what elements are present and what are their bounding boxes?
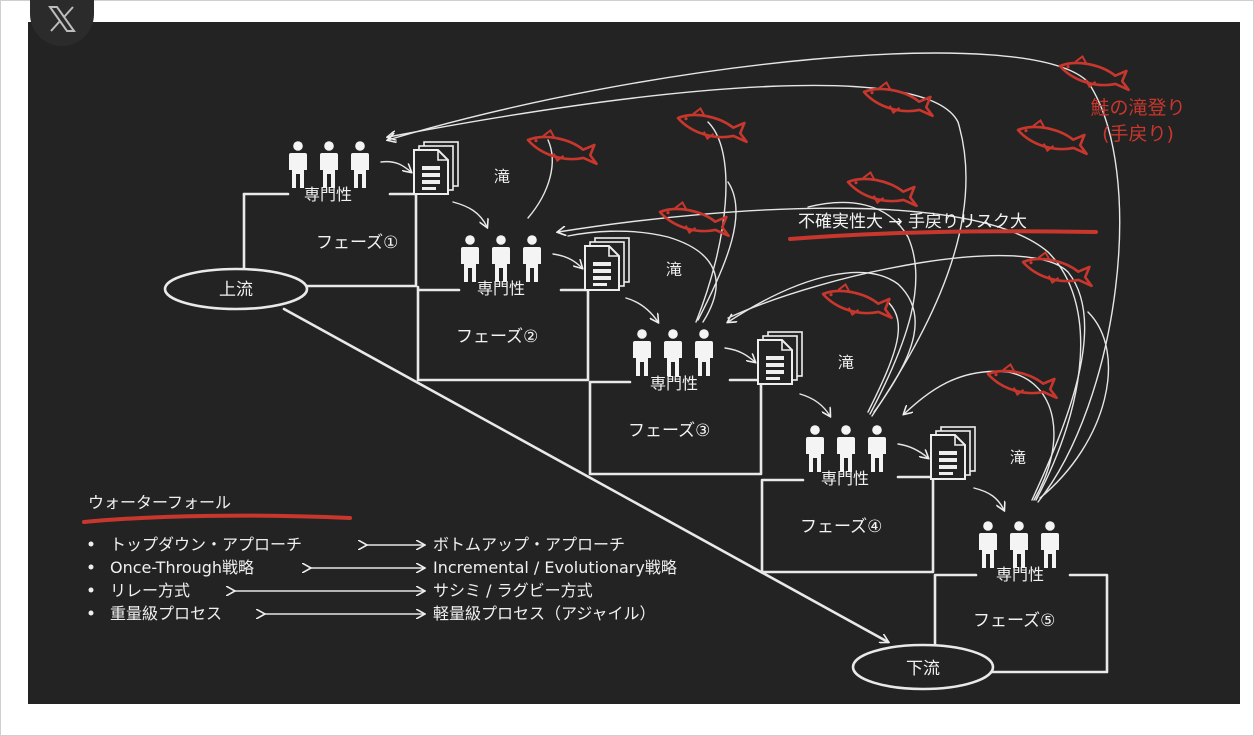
document-stack-icon	[413, 141, 459, 195]
legend-row-3-left: リレー方式	[110, 581, 190, 600]
salmon-title: 鮭の滝登り	[1090, 97, 1185, 119]
person-icon	[979, 521, 1059, 568]
document-stack-icon	[584, 237, 630, 291]
salmon-icon	[673, 103, 753, 148]
salmon-icon	[1013, 115, 1093, 160]
phase-2-label: フェーズ②	[456, 327, 538, 347]
phase-5-label: フェーズ⑤	[973, 611, 1055, 631]
document-stack-icon	[757, 331, 803, 385]
salmon-icon	[818, 279, 898, 324]
legend-title: ウォーターフォール	[88, 493, 231, 512]
handoff-arrows	[380, 160, 1004, 510]
upstream-ellipse	[163, 267, 309, 311]
waterfall-diagram: 上流 下流 フェーズ① フェーズ② フェーズ③ フェーズ④ フェーズ⑤ 専門性 …	[82, 51, 1186, 691]
salmon-icon	[983, 359, 1063, 404]
upstream-label: 上流	[219, 280, 253, 300]
diagram-board: 上流 下流 フェーズ① フェーズ② フェーズ③ フェーズ④ フェーズ⑤ 専門性 …	[28, 22, 1240, 704]
expertise-label-5: 専門性	[996, 565, 1044, 584]
salmon-subtitle: (手戻り)	[1102, 123, 1174, 145]
legend-underline	[82, 513, 352, 524]
x-logo-icon	[48, 6, 76, 32]
risk-underline	[788, 229, 1098, 241]
expertise-label-3: 専門性	[650, 374, 698, 393]
salmon-icon	[523, 125, 603, 170]
downstream-ellipse	[851, 643, 995, 691]
risk-label: 不確実性大 → 手戻りリスク大	[798, 212, 1027, 232]
legend-row-4-right: 軽量級プロセス（アジャイル）	[433, 604, 656, 623]
legend-row-1-left: トップダウン・アプローチ	[110, 535, 302, 554]
downstream-label: 下流	[906, 659, 940, 679]
expertise-label-4: 専門性	[821, 469, 869, 488]
phase-boxes	[242, 192, 1109, 674]
person-icon	[806, 425, 886, 472]
legend-rows: トップダウン・アプローチ ボトムアップ・アプローチ Once-Through戦略…	[88, 535, 677, 623]
person-icon	[633, 329, 713, 376]
salmon-icon	[1055, 51, 1135, 96]
rework-curves	[388, 52, 1121, 503]
taki-label-2: 滝	[666, 260, 682, 279]
expertise-label-2: 専門性	[477, 279, 525, 298]
legend-row-2-right: Incremental / Evolutionary戦略	[433, 558, 677, 577]
legend-row-2-left: Once-Through戦略	[110, 558, 254, 577]
person-icon	[461, 235, 541, 282]
taki-label-4: 滝	[1010, 448, 1026, 467]
salmon-icon	[1018, 247, 1098, 292]
person-icon	[289, 141, 369, 188]
legend-row-1-right: ボトムアップ・アプローチ	[433, 535, 625, 554]
phase-1-label: フェーズ①	[316, 233, 398, 253]
salmon-icon	[843, 167, 923, 212]
phase-3-label: フェーズ③	[628, 421, 710, 441]
flow-diagonal-arrow	[282, 307, 888, 642]
legend-row-3-right: サシミ / ラグビー方式	[433, 581, 593, 600]
salmon-icon	[859, 77, 939, 122]
legend-row-4-left: 重量級プロセス	[110, 604, 222, 623]
taki-label-3: 滝	[838, 353, 854, 372]
phase-4-label: フェーズ④	[800, 517, 882, 537]
document-stack-icon	[930, 426, 976, 480]
taki-label-1: 滝	[494, 167, 510, 186]
expertise-label-1: 専門性	[304, 185, 352, 204]
